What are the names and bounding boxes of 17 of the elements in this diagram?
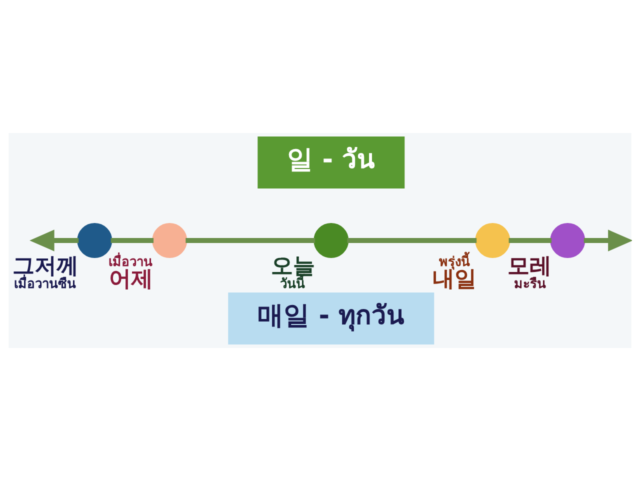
node-circle: [152, 222, 188, 258]
arrow: [30, 229, 79, 251]
node-circle: [475, 222, 510, 258]
node-label: เมื่อวานซืน: [14, 276, 76, 292]
node-circle: [550, 222, 586, 258]
connector: [347, 238, 477, 242]
node-label: เมื่อวาน: [108, 254, 153, 270]
node-label: พรุ่งนี้: [439, 254, 470, 270]
connector: [110, 238, 154, 242]
connector: [186, 238, 316, 242]
node-box: 매일 - ทุกวัน: [228, 292, 434, 344]
node-label: 어제: [109, 266, 154, 292]
node-circle: [314, 222, 349, 258]
connector: [508, 238, 552, 242]
arrow: [584, 229, 632, 251]
node-label: มะรืน: [514, 276, 546, 292]
node-box: 일 - วัน: [258, 136, 405, 188]
